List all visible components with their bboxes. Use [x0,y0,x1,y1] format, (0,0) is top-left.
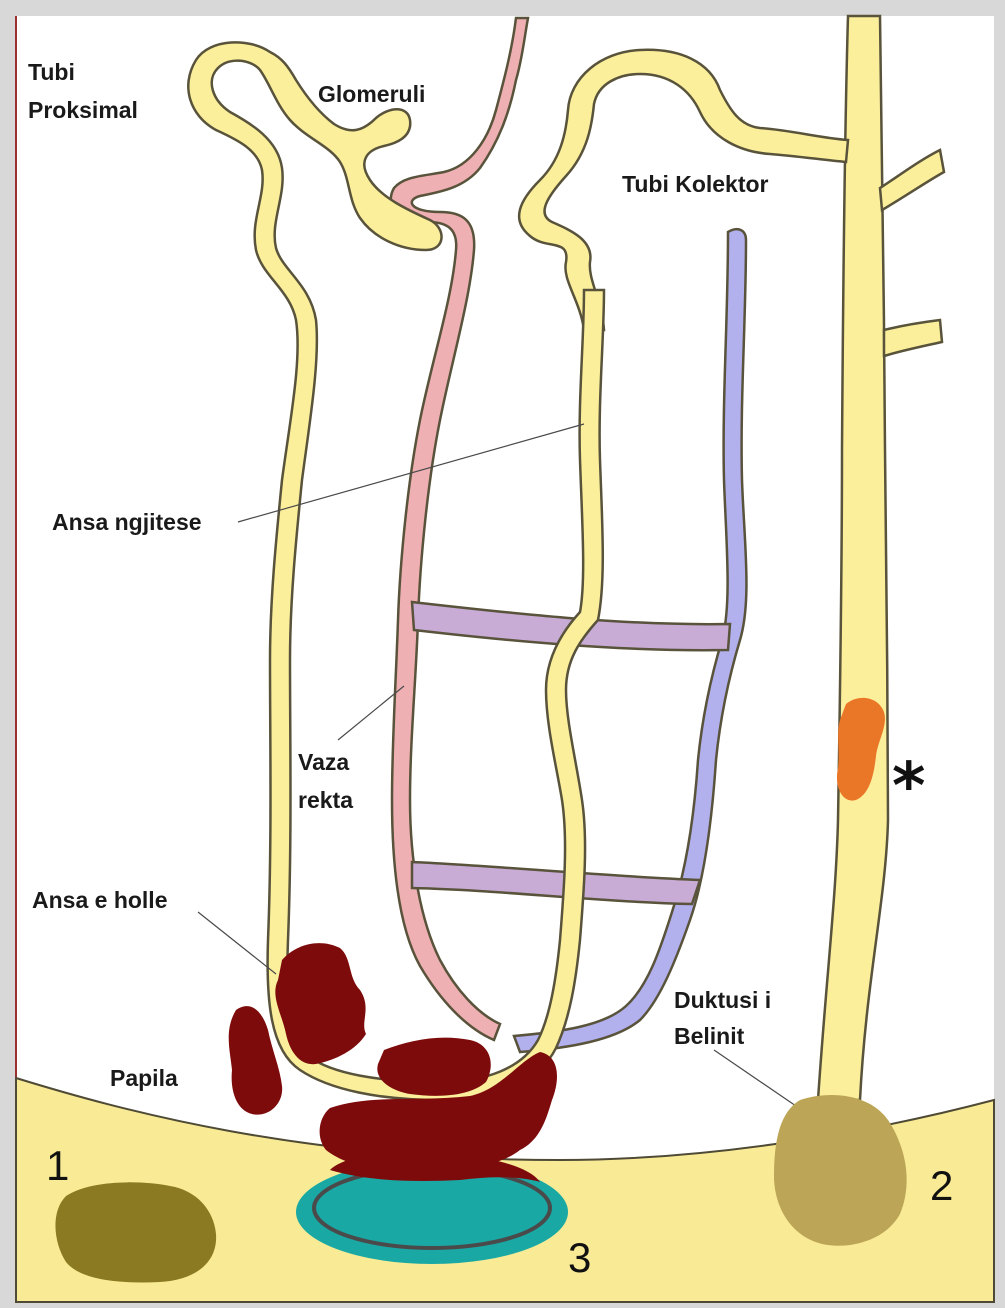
label-tubi-kolektor: Tubi Kolektor [622,171,769,197]
label-duktusi-belinit-line1: Duktusi i [674,987,771,1013]
label-duktusi-belinit-line2: Belinit [674,1023,745,1049]
label-vaza-rekta-line2: rekta [298,787,353,813]
label-vaza-rekta-line1: Vaza [298,749,349,775]
marker-1: 1 [46,1142,69,1189]
marker-3: 3 [568,1234,591,1281]
label-tubi-proksimal-line1: Tubi [28,59,75,85]
marker-2: 2 [930,1162,953,1209]
label-ansa-ngjitese: Ansa ngjitese [52,509,202,535]
label-ansa-e-holle: Ansa e holle [32,887,167,913]
calcification-1 [55,1182,216,1282]
stone-middle [377,1038,490,1096]
label-papila: Papila [110,1065,178,1091]
marker-asterisk: * [892,750,925,824]
label-tubi-proksimal-line2: Proksimal [28,97,138,123]
label-glomeruli: Glomeruli [318,81,425,107]
